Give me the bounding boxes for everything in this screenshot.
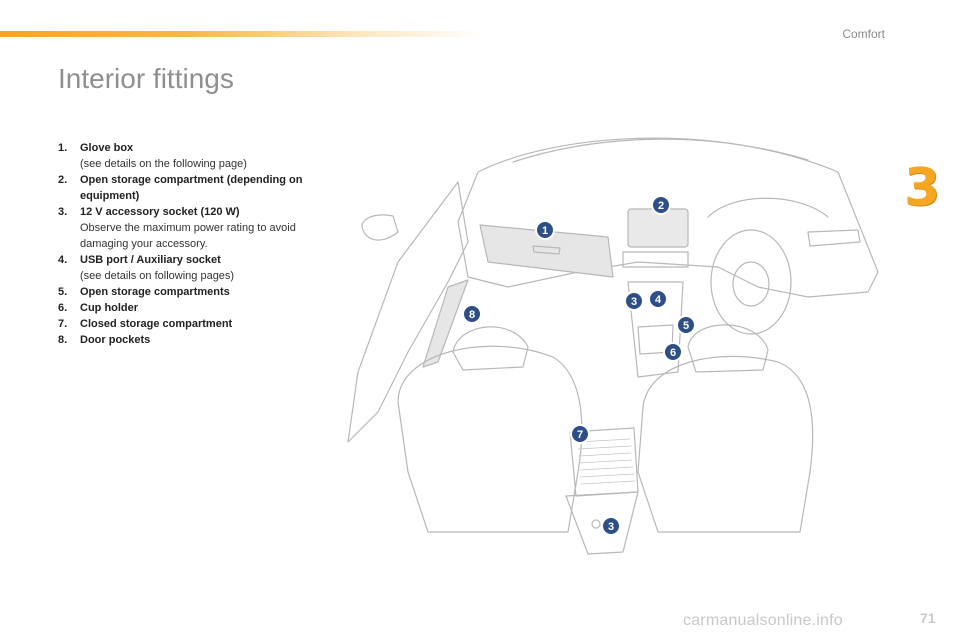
right-seat: [637, 355, 814, 533]
watermark: carmanualsonline.info: [683, 612, 843, 629]
item-label: Door pockets: [80, 334, 151, 346]
item-note: Observe the maximum power rating to avoi…: [80, 222, 296, 250]
list-item: 7. Closed storage compartment: [58, 316, 328, 332]
item-label: Cup holder: [80, 302, 139, 314]
item-number: 2.: [58, 174, 68, 186]
steering-wheel: [710, 229, 792, 335]
left-seat: [397, 345, 583, 533]
left-headrest: [452, 326, 529, 371]
item-number: 6.: [58, 302, 68, 314]
right-headrest: [687, 324, 769, 373]
item-number: 3.: [58, 206, 68, 218]
item-number: 8.: [58, 334, 68, 346]
svg-text:2: 2: [658, 200, 664, 212]
right-vent: [807, 229, 861, 247]
svg-text:5: 5: [683, 320, 689, 332]
callout-badge-2: 2: [651, 195, 671, 215]
header-accent-bar: [0, 31, 480, 37]
legend-list: 1. Glove box (see details on the followi…: [58, 140, 328, 348]
callout-badge-8: 8: [462, 304, 482, 324]
callout-badge-7: 7: [570, 424, 590, 444]
item-number: 4.: [58, 254, 68, 266]
item-note: (see details on following pages): [80, 270, 235, 282]
callout-badge-1: 1: [535, 220, 555, 240]
callout-badge-3: 3: [624, 291, 644, 311]
car-interior-illustration: 1 2 3 4 5 6 7 8 3: [347, 137, 879, 555]
item-label: USB port / Auxiliary socket: [80, 254, 221, 266]
page-title: Interior fittings: [58, 63, 234, 94]
side-mirror: [361, 214, 399, 241]
item-number: 1.: [58, 142, 68, 154]
list-item: 5. Open storage compartments: [58, 284, 328, 300]
callout-badge-5: 5: [676, 315, 696, 335]
left-door-outline: [347, 181, 469, 443]
callout-badge-6: 6: [663, 342, 683, 362]
svg-text:3: 3: [608, 521, 614, 533]
list-item: 2. Open storage compartment (depending o…: [58, 172, 328, 204]
item-number: 7.: [58, 318, 68, 330]
list-item: 3. 12 V accessory socket (120 W) Observe…: [58, 204, 328, 252]
chapter-number: 3: [904, 158, 941, 218]
door-pocket: [422, 279, 469, 368]
item-number: 5.: [58, 286, 68, 298]
list-item: 1. Glove box (see details on the followi…: [58, 140, 328, 172]
svg-text:6: 6: [670, 347, 676, 359]
windscreen-edge: [512, 138, 809, 163]
rear-console: [565, 491, 639, 555]
item-label: Closed storage compartment: [80, 318, 233, 330]
item-label: Open storage compartments: [80, 286, 230, 298]
callout-badge-4: 4: [648, 289, 668, 309]
glove-box: [479, 224, 614, 278]
rear-socket: [591, 519, 601, 529]
svg-text:1: 1: [542, 225, 548, 237]
list-item: 4. USB port / Auxiliary socket (see deta…: [58, 252, 328, 284]
page-number: 71: [920, 610, 936, 626]
instrument-cluster: [707, 197, 829, 218]
glove-box-handle: [532, 245, 561, 255]
svg-text:3: 3: [631, 296, 637, 308]
list-item: 8. Door pockets: [58, 332, 328, 348]
centre-console: [627, 281, 684, 378]
item-label: Glove box: [80, 142, 134, 154]
callout-badge-3-rear: 3: [601, 516, 621, 536]
centre-vent: [622, 251, 689, 268]
list-item: 6. Cup holder: [58, 300, 328, 316]
svg-text:4: 4: [655, 294, 662, 306]
item-label: Open storage compartment (depending on e…: [80, 174, 303, 202]
svg-text:8: 8: [469, 309, 475, 321]
section-label: Comfort: [842, 27, 885, 41]
item-label: 12 V accessory socket (120 W): [80, 206, 240, 218]
svg-text:7: 7: [577, 429, 583, 441]
storage-compartment-2: [627, 208, 689, 248]
steering-hub: [732, 261, 770, 307]
item-note: (see details on the following page): [80, 158, 247, 170]
